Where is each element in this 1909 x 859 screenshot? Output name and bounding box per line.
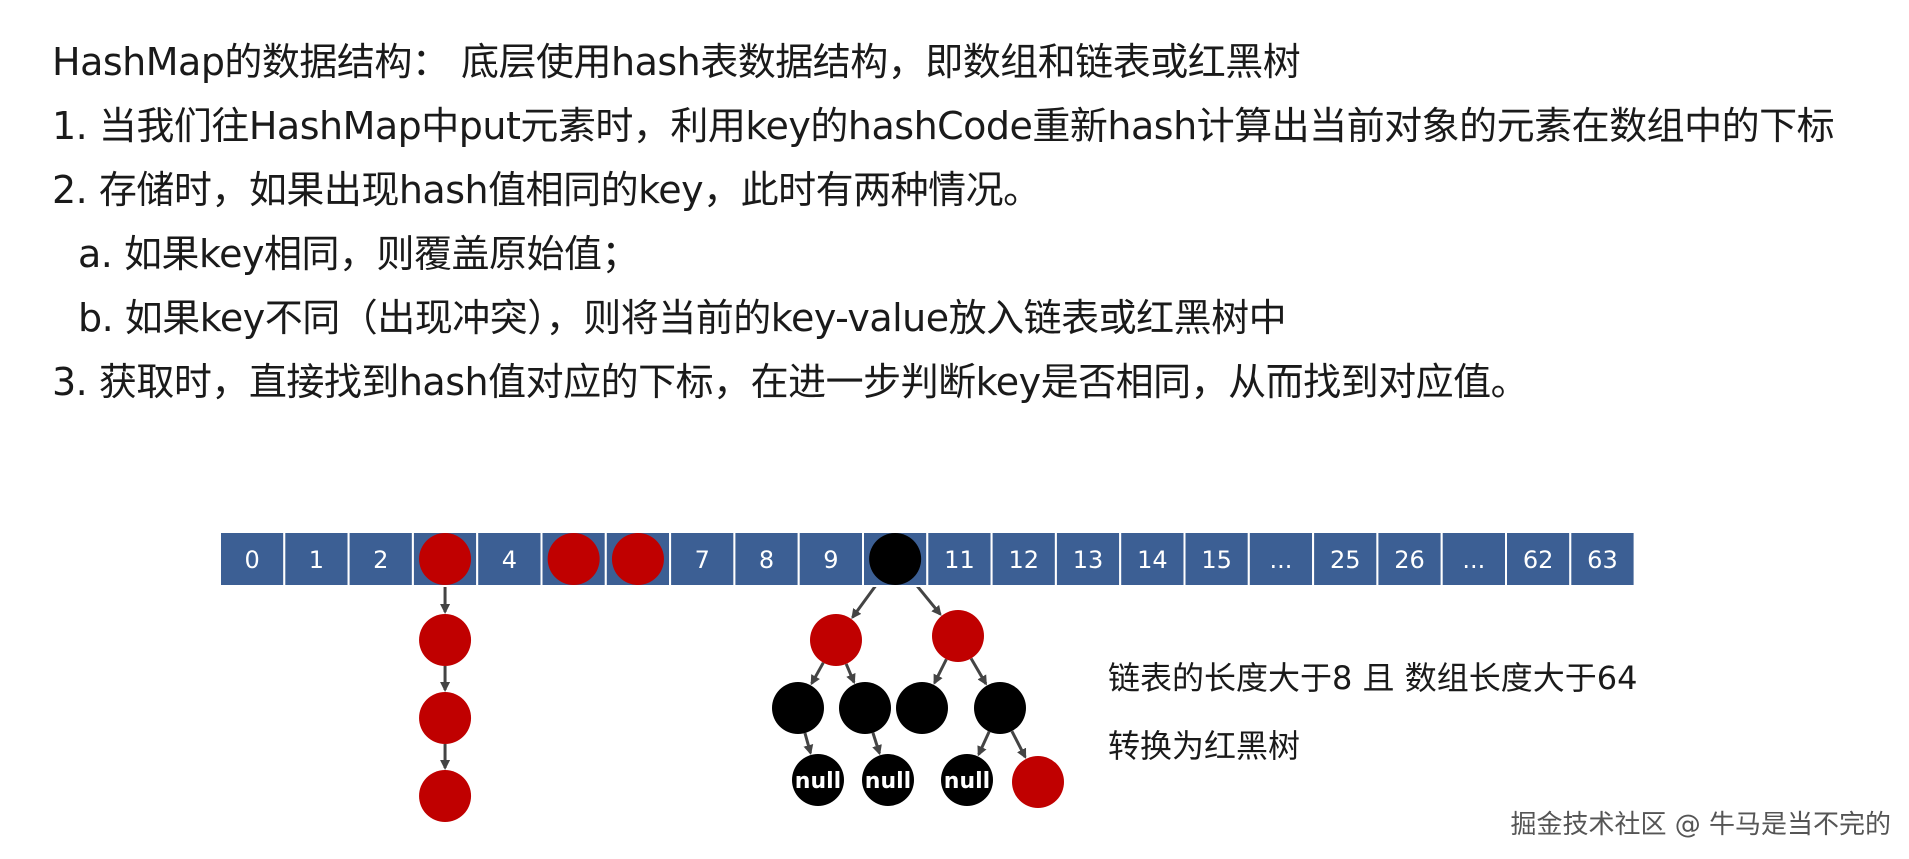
- title-line: HashMap的数据结构： 底层使用hash表数据结构，即数组和链表或红黑树: [52, 40, 1301, 84]
- array-cell-label-19: ...: [1462, 546, 1485, 574]
- array-cell-label-17: 25: [1330, 546, 1361, 574]
- array-cell-label-15: 15: [1201, 546, 1232, 574]
- tree-l3-node-2: [941, 754, 993, 806]
- step-2: 2. 存储时，如果出现hash值相同的key，此时有两种情况。: [52, 168, 1041, 212]
- array-cell-label-18: 26: [1394, 546, 1425, 574]
- array-cell-label-21: 63: [1587, 546, 1618, 574]
- array-cell-17: [1312, 531, 1379, 587]
- list-node-0: [419, 614, 472, 666]
- tree-l2-node-2: [896, 682, 948, 734]
- step-3: 3. 获取时，直接找到hash值对应的下标，在进一步判断key是否相同，从而找到…: [52, 360, 1529, 404]
- tree-edge-l2-2: [977, 731, 991, 757]
- list-node-1: [419, 692, 472, 744]
- array-node-3: [419, 533, 472, 585]
- tree-l1-node-1: [932, 610, 984, 662]
- array-cell-20: [1505, 531, 1572, 587]
- array-cell-label-9: 9: [823, 546, 838, 574]
- watermark: 掘金技术社区 @ 牛马是当不完的: [1510, 810, 1891, 840]
- array-cell-label-4: 4: [502, 546, 517, 574]
- step-2a: a. 如果key相同，则覆盖原始值；: [78, 232, 639, 276]
- array-cell-11: [926, 531, 993, 587]
- array-cell-9: [797, 531, 865, 587]
- step-1: 1. 当我们往HashMap中put元素时，利用key的hashCode重新ha…: [52, 104, 1835, 148]
- array-cell-18: [1376, 531, 1443, 587]
- tree-l3-node-0: [792, 754, 844, 806]
- tree-edge-l2-1: [871, 732, 882, 756]
- treeify-note-line2: 转换为红黑树: [1108, 727, 1301, 765]
- array-cell-21: [1569, 531, 1636, 587]
- tree-l2-node-3: [974, 682, 1026, 734]
- array-cell-label-2: 2: [373, 546, 388, 574]
- array-cell-label-8: 8: [759, 546, 774, 574]
- tree-edge-l1-0: [810, 661, 825, 686]
- array-cell-label-1: 1: [309, 546, 324, 574]
- tree-edge-l1-1: [844, 663, 856, 685]
- array-cell-label-14: 14: [1137, 546, 1168, 574]
- array-cell-0: [219, 531, 286, 587]
- tree-l3-node-2-label: null: [944, 769, 990, 794]
- tree-l1-node-0: [810, 614, 862, 666]
- tree-l3-node-1: [862, 754, 914, 806]
- tree-l3-node-3: [1012, 756, 1064, 808]
- array-cell-label-16: ...: [1270, 546, 1293, 574]
- array-node-10: [869, 533, 922, 585]
- array-node-5: [547, 533, 600, 585]
- array-cell-2: [347, 531, 414, 587]
- tree-l3-node-1-label: null: [865, 769, 911, 794]
- array-cell-4: [476, 531, 543, 587]
- tree-l3-node-0-label: null: [795, 769, 841, 794]
- array-cell-label-20: 62: [1523, 546, 1554, 574]
- array-cell-14: [1119, 531, 1186, 587]
- diagram-edges: [440, 578, 1027, 770]
- tree-l2-node-0: [772, 682, 824, 734]
- list-node-2: [419, 770, 472, 822]
- array-cell-label-12: 12: [1008, 546, 1039, 574]
- tree-l2-node-1: [839, 682, 891, 734]
- diagram-nodes: null null null: [419, 533, 1064, 822]
- tree-edge-l2-0: [803, 732, 814, 755]
- array-cell-7: [669, 531, 736, 587]
- step-2b: b. 如果key不同（出现冲突），则将当前的key-value放入链表或红黑树中: [78, 296, 1287, 340]
- treeify-note-line1: 链表的长度大于8 且 数组长度大于64: [1108, 659, 1638, 697]
- array-cell-label-7: 7: [695, 546, 710, 574]
- array-cell-label-13: 13: [1073, 546, 1104, 574]
- array-cell-12: [990, 531, 1057, 587]
- array-cell-15: [1183, 531, 1250, 587]
- array-cell-label-0: 0: [245, 546, 260, 574]
- tree-edge-l2-3: [1010, 730, 1027, 759]
- array-cell-8: [733, 531, 800, 587]
- array-cell-label-11: 11: [944, 546, 975, 574]
- tree-edge-l1-3: [969, 657, 988, 686]
- tree-edge-l1-2: [933, 658, 948, 685]
- array-node-6: [611, 533, 664, 585]
